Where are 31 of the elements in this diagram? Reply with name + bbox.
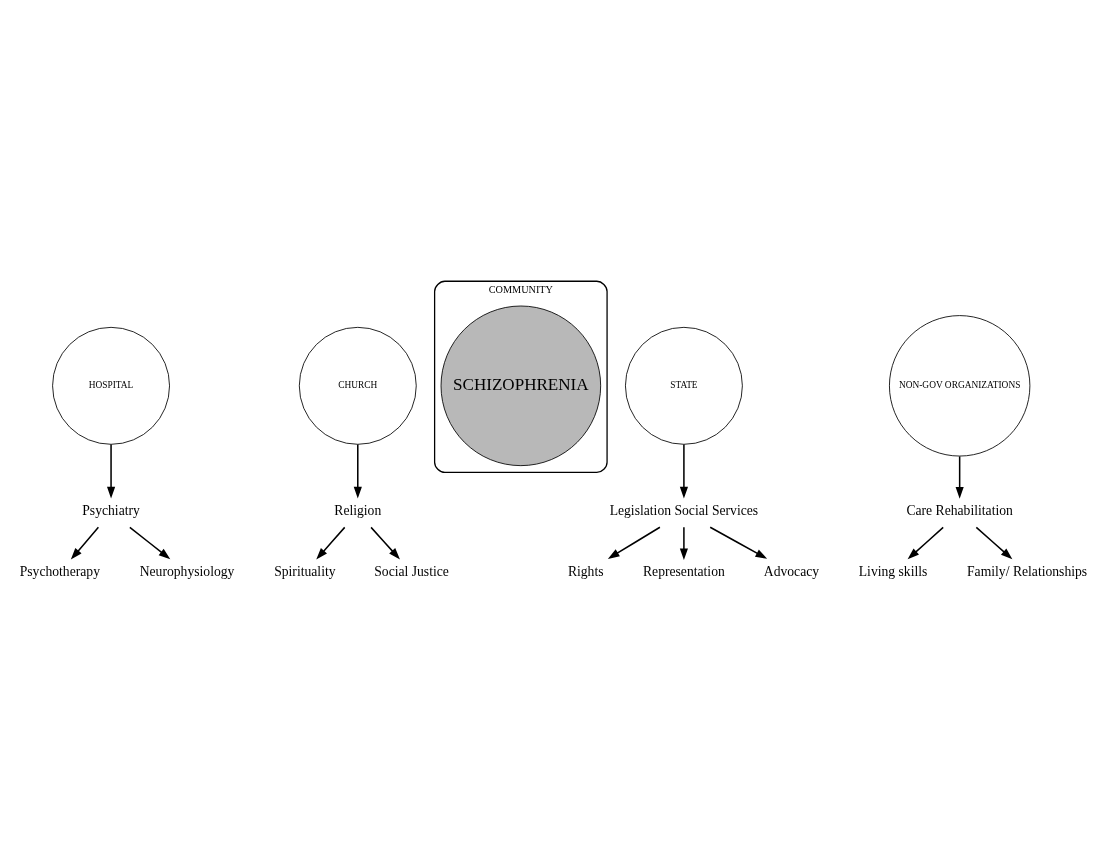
node-circle: STATE [625,326,743,445]
node-text: Care Rehabilitation [906,502,1013,518]
node-text: Psychiatry [82,502,140,518]
node-text: Legislation Social Services [609,502,759,518]
node-text: Living skills [858,564,928,580]
arrow [370,526,400,560]
arrow [316,526,346,560]
arrow [70,526,100,560]
arrow [107,443,116,499]
node-text: Rights [567,564,604,580]
node-text: Neurophysiology [139,564,235,580]
node-text: Psychotherapy [19,564,100,580]
node-text: Religion [334,502,382,518]
arrow [975,526,1013,560]
arrow [955,455,964,499]
arrow [679,526,688,561]
node-circle: SCHIZOPHRENIA [440,305,602,467]
arrow [679,443,688,499]
arrow [353,443,362,499]
node-circle: HOSPITAL [52,326,170,445]
arrow [129,526,171,560]
node-text: Family/ Relationships [967,564,1088,580]
node-text: Social Justice [374,564,449,580]
node-text: Advocacy [763,564,820,580]
node-text: Representation [642,564,725,580]
node-circle: CHURCH [298,326,417,445]
arrow [709,526,768,559]
arrow [907,526,944,560]
node-text: Spirituality [274,564,336,580]
node-circle: NON-GOV ORGANIZATIONS [889,315,1031,457]
arrow [607,526,661,559]
